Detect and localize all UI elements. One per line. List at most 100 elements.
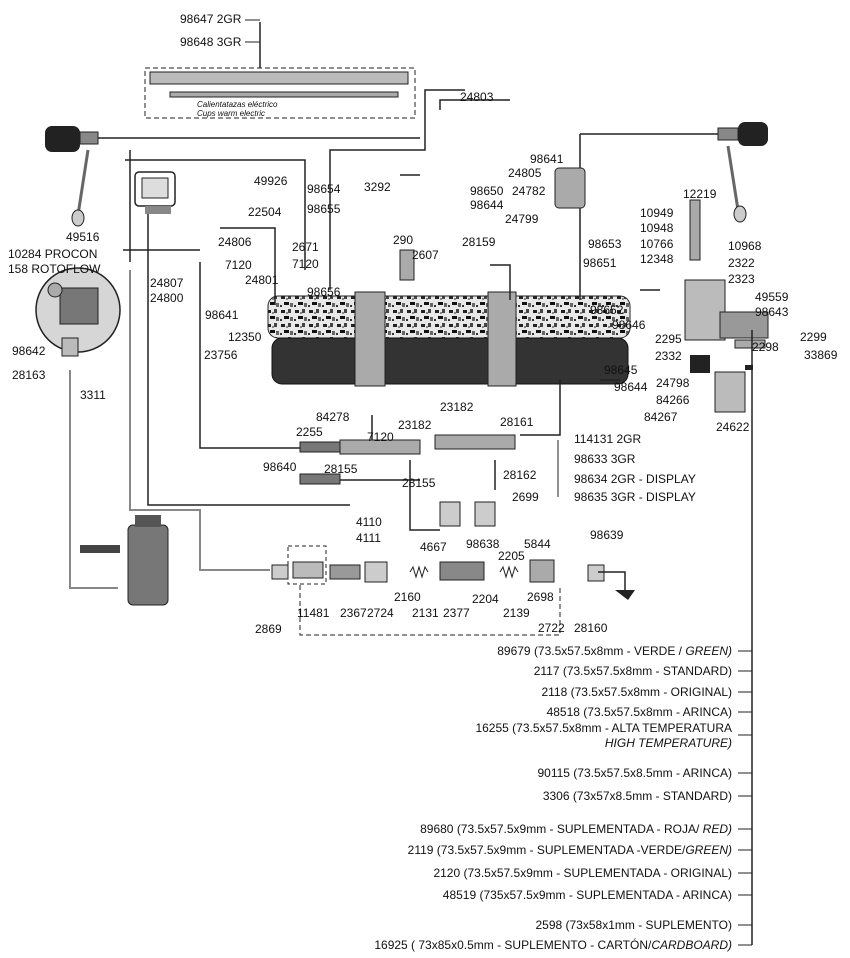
- gasket-item: 16255 (73.5x57.5x8mm - ALTA TEMPERATURA: [475, 721, 732, 735]
- label-2204: 2204: [472, 592, 499, 606]
- heater-element-290: [399, 249, 415, 281]
- label-10948: 10948: [640, 221, 674, 235]
- gasket-item: 2120 (73.5x57.5x9mm - SUPLEMENTADA - ORI…: [433, 866, 732, 880]
- label-28161: 28161: [500, 415, 534, 429]
- label-24622: 24622: [716, 420, 750, 434]
- gasket-item: 89679 (73.5x57.5x8mm - VERDE / GREEN): [497, 644, 732, 658]
- label-98654: 98654: [307, 182, 341, 196]
- label-2299: 2299: [800, 330, 827, 344]
- label-98634: 98634 2GR - DISPLAY: [574, 472, 696, 486]
- label-98633: 98633 3GR: [574, 452, 636, 466]
- gasket-item: 2598 (73x58x1mm - SUPLEMENTO): [535, 918, 732, 932]
- label-12219: 12219: [683, 187, 717, 201]
- label-290: 290: [393, 233, 414, 247]
- label-4111: 4111: [356, 531, 381, 545]
- flow-meter-left: [439, 501, 461, 527]
- label-2607: 2607: [412, 248, 439, 262]
- pump-motor: [35, 267, 121, 357]
- gasket-item: 48518 (73.5x57.5x8mm - ARINCA): [546, 705, 732, 719]
- label-2255: 2255: [296, 425, 323, 439]
- label-28162: 28162: [503, 468, 537, 482]
- gasket-item: 3306 (73x57x8.5mm - STANDARD): [542, 789, 732, 803]
- label-98648: 98648 3GR: [180, 35, 242, 49]
- label-3311: 3311: [80, 388, 106, 402]
- label-98645: 98645: [604, 363, 638, 377]
- label-158: 158 ROTOFLOW: [8, 262, 101, 276]
- label-7120-c: 7120: [367, 430, 394, 444]
- label-24801: 24801: [245, 273, 279, 287]
- label-98644: 98644: [470, 198, 504, 212]
- right-steam-knob: [580, 122, 768, 223]
- gasket-item: 90115 (73.5x57.5x8.5mm - ARINCA): [537, 766, 732, 780]
- label-23182-a: 23182: [398, 418, 432, 432]
- gasket-item: HIGH TEMPERATURE): [604, 736, 732, 750]
- label-28159: 28159: [462, 235, 496, 249]
- label-2698: 2698: [527, 590, 554, 604]
- label-heater-es: Calientatazas eléctrico: [197, 100, 278, 109]
- label-10968: 10968: [728, 239, 762, 253]
- electrovalve-right: [690, 355, 710, 373]
- gasket-item: 2119 (73.5x57.5x9mm - SUPLEMENTADA -VERD…: [407, 843, 732, 857]
- label-98641-b: 98641: [205, 308, 239, 322]
- gasket-item: 48519 (735x57.5x9mm - SUPLEMENTADA - ARI…: [442, 888, 732, 902]
- label-22504: 22504: [248, 205, 282, 219]
- boiler: [267, 291, 631, 387]
- label-2367: 2367: [340, 606, 367, 620]
- label-24799: 24799: [505, 212, 539, 226]
- label-24782: 24782: [512, 184, 546, 198]
- label-23182-b: 23182: [440, 400, 474, 414]
- dashed-bracket-2869: [299, 585, 561, 636]
- label-24806: 24806: [218, 235, 252, 249]
- water-softener: [80, 515, 169, 606]
- label-2377: 2377: [443, 606, 470, 620]
- label-2332: 2332: [655, 349, 682, 363]
- label-49559: 49559: [755, 290, 789, 304]
- gasket-item: 2117 (73.5x57.5x8mm - STANDARD): [533, 664, 732, 678]
- label-24803: 24803: [460, 90, 494, 104]
- label-98642: 98642: [12, 344, 46, 358]
- label-10284: 10284 PROCON: [8, 247, 98, 261]
- label-heater-en: Cups warm electric: [197, 109, 266, 118]
- label-2722: 2722: [538, 621, 565, 635]
- label-98647: 98647 2GR: [180, 12, 242, 26]
- gasket-item: 89680 (73.5x57.5x9mm - SUPLEMENTADA - RO…: [420, 822, 732, 836]
- label-98641: 98641: [530, 152, 564, 166]
- flow-meter-right: [474, 501, 496, 527]
- label-98640: 98640: [263, 460, 297, 474]
- label-98650: 98650: [470, 184, 504, 198]
- label-10949: 10949: [640, 206, 674, 220]
- label-24807: 24807: [150, 276, 184, 290]
- label-2699: 2699: [512, 490, 539, 504]
- label-98651: 98651: [583, 256, 617, 270]
- gasket-item: 2118 (73.5x57.5x8mm - ORIGINAL): [541, 685, 732, 699]
- label-23756: 23756: [204, 348, 238, 362]
- label-33869: 33869: [804, 348, 838, 362]
- label-2295: 2295: [655, 332, 682, 346]
- label-2322: 2322: [728, 256, 755, 270]
- label-28160: 28160: [574, 621, 608, 635]
- label-24798: 24798: [656, 376, 690, 390]
- label-84266: 84266: [656, 393, 690, 407]
- label-98656: 98656: [307, 285, 341, 299]
- label-49516: 49516: [66, 230, 100, 244]
- label-98635: 98635 3GR - DISPLAY: [574, 490, 696, 504]
- label-114131: 114131 2GR: [574, 432, 642, 446]
- label-98639: 98639: [590, 528, 624, 542]
- coffee-reservoir: [554, 167, 586, 209]
- label-7120-a: 7120: [225, 258, 252, 272]
- label-98652: 98652: [590, 303, 624, 317]
- label-28163: 28163: [12, 368, 46, 382]
- label-2160: 2160: [394, 590, 421, 604]
- cup-warmer-plate: [149, 71, 409, 85]
- label-98644-b: 98644: [614, 380, 648, 394]
- label-98643: 98643: [755, 305, 789, 319]
- label-2139: 2139: [503, 606, 530, 620]
- label-98646: 98646: [612, 318, 646, 332]
- label-98653: 98653: [588, 237, 622, 251]
- gasket-item: 16925 ( 73x85x0.5mm - SUPLEMENTO - CARTÓ…: [374, 938, 732, 952]
- label-2869: 2869: [255, 622, 282, 636]
- label-2724: 2724: [367, 606, 394, 620]
- label-98655: 98655: [307, 202, 341, 216]
